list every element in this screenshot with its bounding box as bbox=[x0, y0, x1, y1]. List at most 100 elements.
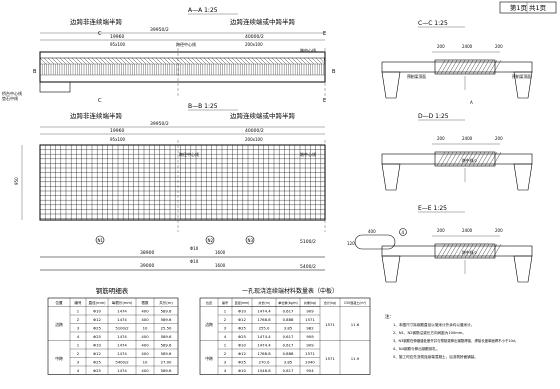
section-c-dim-2: 2400 bbox=[462, 44, 473, 49]
hatch-line bbox=[287, 57, 295, 65]
cut-c-top: C bbox=[98, 31, 102, 37]
section-d-dim-3: 200 bbox=[495, 136, 503, 141]
rebar-table-cell: 4 bbox=[77, 334, 80, 339]
hatch-line bbox=[151, 57, 159, 65]
section-b-spacing-right: 200x100 bbox=[245, 137, 263, 142]
material-table-cell: 1768.8 bbox=[257, 351, 271, 356]
hatch-line bbox=[199, 57, 207, 65]
rebar-table-cell: Φ12 bbox=[93, 351, 101, 356]
rebar-table-cell: 1474 bbox=[117, 343, 127, 348]
crossE-drawing bbox=[381, 235, 533, 283]
material-table-cell: 3.85 bbox=[284, 360, 293, 365]
hatch-line bbox=[275, 57, 283, 65]
section-e-dim-3: 200 bbox=[495, 228, 503, 233]
notes: 注： 1、本图尺寸除钢筋直径以毫米计外余均以厘米计。 2、N1、N2钢筋沿梁长方… bbox=[385, 313, 518, 359]
rebar-table-cell: 2 bbox=[77, 351, 80, 356]
detail-dim-side: 120 bbox=[347, 241, 355, 246]
section-b-dim-bottom1: 5100/2 bbox=[300, 239, 316, 245]
section-a-spacing-left: 95x100 bbox=[110, 42, 126, 47]
rebar-table-cell: Φ10 bbox=[93, 309, 101, 314]
material-table-cell: 1571 bbox=[325, 356, 335, 361]
material-table-cell: Φ12 bbox=[238, 351, 246, 356]
section-a-left-note2: 垫石中线 bbox=[2, 95, 18, 101]
rebar-table-cell: 1474 bbox=[117, 334, 127, 339]
material-table-cell: 0.617 bbox=[283, 309, 294, 314]
hatch-line bbox=[187, 57, 195, 65]
hatch-line bbox=[279, 57, 287, 65]
hatch-line bbox=[71, 57, 79, 65]
section-c-label: A bbox=[470, 100, 473, 105]
hatch-line bbox=[247, 57, 255, 65]
rebar-table-cell: 400 bbox=[141, 343, 149, 348]
rebar-table-cell: 27.00 bbox=[161, 360, 172, 365]
hatch-line bbox=[311, 57, 319, 65]
hatch-line bbox=[203, 57, 211, 65]
rebar-table-cell: 589.6 bbox=[161, 368, 172, 373]
material-table-cell: 982 bbox=[306, 326, 314, 331]
material-table-cell: 909 bbox=[306, 334, 314, 339]
material-table-cell: Φ12 bbox=[238, 317, 246, 322]
cut-b-left: B bbox=[33, 69, 37, 75]
hatch-line bbox=[243, 57, 251, 65]
section-a-right-span: 边跨连续端或中跨半跨 bbox=[230, 17, 296, 26]
rebar-table-cell: 1474 bbox=[117, 368, 127, 373]
hatch-line bbox=[115, 57, 123, 65]
material-table-header: 编号 bbox=[222, 300, 228, 305]
hatch-line bbox=[79, 57, 87, 65]
hatch-line bbox=[95, 57, 103, 65]
hatch-line bbox=[267, 57, 275, 65]
material-table-cell: 954 bbox=[306, 368, 314, 373]
material-table-cell: 4 bbox=[224, 368, 227, 373]
note-4: 4、N4钢筋与伸出钢筋绑扎。 bbox=[393, 346, 440, 351]
bar-label-n2: N2 bbox=[208, 238, 214, 243]
section-b-dim-38900: 38900 bbox=[140, 250, 154, 256]
material-table-cell: 270.0 bbox=[259, 360, 270, 365]
hatch-line bbox=[195, 57, 203, 65]
section-a-dim-right: 40000/2 bbox=[245, 34, 264, 40]
section-c-note-right: 预制梁顶面 bbox=[512, 74, 531, 79]
hatch-line bbox=[323, 57, 326, 65]
material-table-cell: 边跨 bbox=[205, 322, 213, 327]
rebar-table-cell: Φ25 bbox=[93, 368, 101, 373]
rebar-table-cell: 589.6 bbox=[161, 351, 172, 356]
material-table-cell: Φ25 bbox=[238, 326, 246, 331]
section-a-dim-total: 39950/2 bbox=[150, 27, 169, 33]
cut-e-bottom: E bbox=[323, 98, 326, 104]
section-a-left-note1: 桥台中心线 bbox=[2, 90, 22, 96]
hatch-line bbox=[239, 57, 247, 65]
hatch-line bbox=[207, 57, 215, 65]
hatch-line bbox=[159, 57, 167, 65]
section-c-note-left: 预制梁顶面 bbox=[407, 74, 426, 79]
section-d-dim-1: 200 bbox=[437, 136, 445, 141]
rebar-table-cell: 3 bbox=[77, 360, 80, 365]
section-b-dim-total: 39950/2 bbox=[150, 121, 169, 127]
bar-label-n1: N1 bbox=[98, 238, 104, 243]
crossD-drawing bbox=[381, 143, 533, 191]
hatch-line bbox=[103, 57, 111, 65]
section-b-side-dim: 950 bbox=[14, 177, 19, 185]
section-b-dim-small1: 1600 bbox=[215, 250, 226, 255]
material-table-cell: 1040 bbox=[305, 360, 315, 365]
rebar-table-cell: Φ25 bbox=[93, 334, 101, 339]
rebar-table-cell: 589.6 bbox=[161, 309, 172, 314]
rebar-table-cell: 1 bbox=[77, 309, 80, 314]
hatch-line bbox=[179, 57, 187, 65]
hatch-line bbox=[255, 57, 263, 65]
section-b-dim-small2: 1600 bbox=[215, 263, 226, 268]
material-table-cell: 11.9 bbox=[351, 356, 360, 361]
hatch-line bbox=[135, 57, 143, 65]
rebar-table-cell: 589.6 bbox=[161, 317, 172, 322]
section-a-spacing-right: 200x100 bbox=[245, 42, 263, 47]
section-a-title: A—A 1:25 bbox=[188, 7, 218, 14]
hatch-line bbox=[263, 57, 271, 65]
note-3: 3、N3钢筋在伸缩缝处断开并与预制梁伸出钢筋焊接，焊接长度单面焊不小于10d。 bbox=[393, 338, 518, 343]
material-table-cell: 1571 bbox=[305, 317, 315, 322]
rebar-table-cell: 589.6 bbox=[161, 343, 172, 348]
hatch-line bbox=[163, 57, 171, 65]
material-table-cell: 中跨 bbox=[205, 356, 213, 361]
material-table-cell: 2 bbox=[224, 351, 227, 356]
rebar-table-cell: 1 bbox=[77, 343, 80, 348]
rebar-table-cell: 400 bbox=[141, 317, 149, 322]
section-b-title: B—B 1:25 bbox=[188, 103, 218, 110]
